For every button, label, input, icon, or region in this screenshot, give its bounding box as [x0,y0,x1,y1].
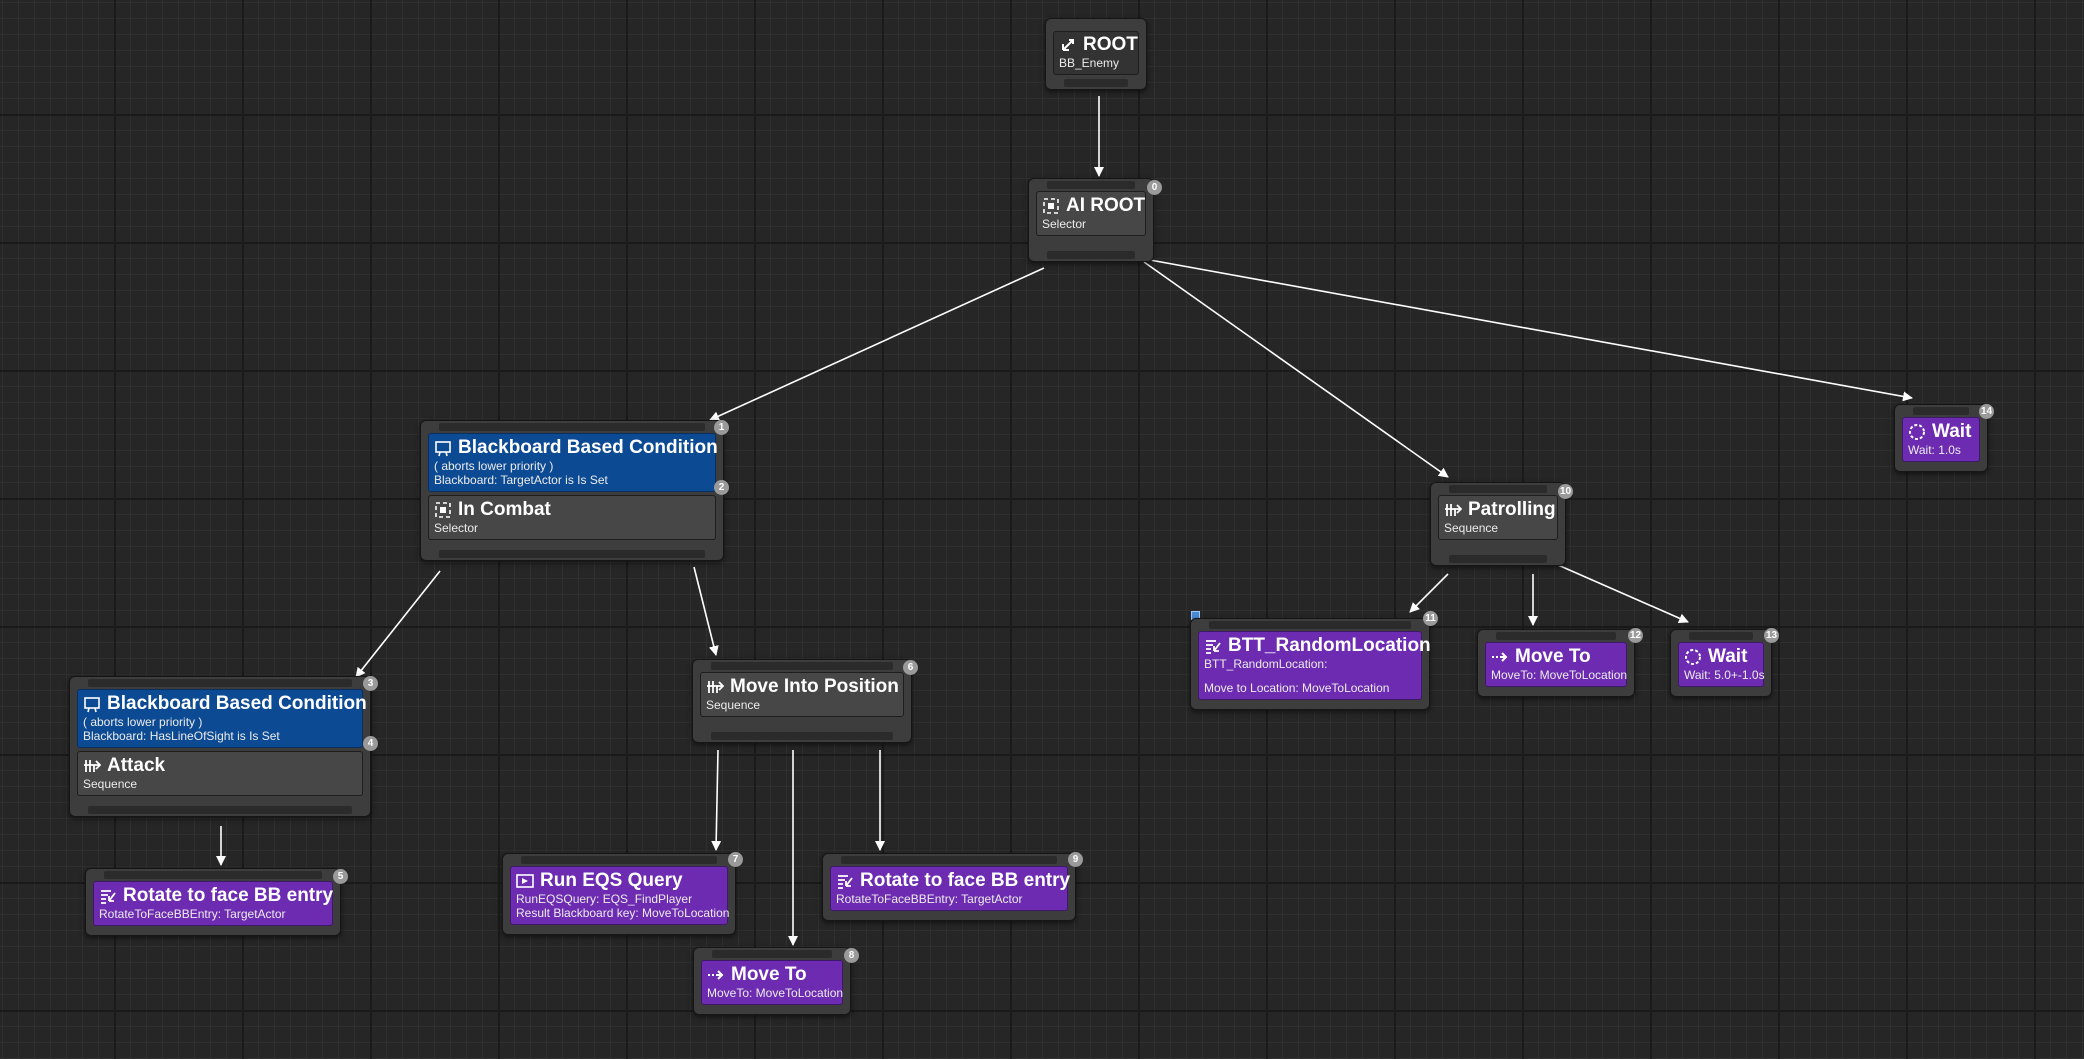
move-to2-detail: MoveTo: MoveToLocation [1491,668,1628,682]
in-combat-decorator-abort: ( aborts lower priority ) [434,459,554,473]
wait-icon [1909,424,1925,440]
wait-task-node-2[interactable]: Wait Wait: 1.0s [1894,404,1988,472]
in-combat-type: Selector [434,521,479,535]
in-combat-decorator-title: Blackboard Based Condition [458,437,718,458]
attack-index-badge: 4 [363,736,378,751]
move-into-position-title: Move Into Position [730,676,899,697]
sequence-icon [84,760,101,772]
ai-root-node[interactable]: AI ROOT Selector [1028,178,1154,262]
run-eqs-index-badge: 7 [728,852,743,867]
edge-airoot-patrolling [1143,261,1449,478]
btt-random-detail2: Move to Location: MoveToLocation [1204,681,1390,695]
move-to-task-node-1[interactable]: Move To MoveTo: MoveToLocation [693,947,851,1015]
patrolling-title: Patrolling [1468,499,1556,520]
wait1-title: Wait [1708,646,1748,667]
rotate-task-icon [838,875,853,889]
run-eqs-detail1: RunEQSQuery: EQS_FindPlayer [516,892,693,906]
wait-task-node-1[interactable]: Wait Wait: 5.0+-1.0s [1670,629,1772,697]
edge-incombat-moveinto [693,566,719,656]
wait2-detail: Wait: 1.0s [1908,443,1961,457]
btt-random-title: BTT_RandomLocation [1228,635,1431,656]
move-to-icon [1492,652,1508,662]
run-eqs-title: Run EQS Query [540,870,683,891]
root-title: ROOT [1083,34,1138,55]
move-to2-title: Move To [1515,646,1591,667]
rotate2-title: Rotate to face BB entry [860,870,1071,891]
move-to-icon [708,970,724,980]
run-eqs-detail2: Result Blackboard key: MoveToLocation [516,906,730,920]
edge-patrolling-wait1 [1557,564,1689,623]
ai-root-type: Selector [1042,217,1087,231]
in-combat-index-badge: 2 [714,480,729,495]
root-icon [1062,39,1074,51]
rotate1-detail: RotateToFaceBBEntry: TargetActor [99,907,286,921]
in-combat-title: In Combat [458,499,551,520]
edge-incombat-attack [355,570,441,678]
sequence-icon [1445,504,1462,516]
btt-random-index-badge: 11 [1423,611,1438,626]
rotate2-index-badge: 9 [1068,852,1083,867]
wait2-index-badge: 14 [1979,404,1994,419]
rotate2-detail: RotateToFaceBBEntry: TargetActor [836,892,1023,906]
attack-decorator[interactable]: Blackboard Based Condition ( aborts lowe… [77,689,367,748]
in-combat-decorator-detail: Blackboard: TargetActor is Is Set [434,473,608,487]
move-to1-index-badge: 8 [844,948,859,963]
ai-root-title: AI ROOT [1066,195,1146,216]
task-icon [1206,640,1221,654]
root-blackboard: BB_Enemy [1059,56,1120,70]
move-into-position-index-badge: 6 [903,660,918,675]
move-to2-index-badge: 12 [1628,628,1643,643]
eqs-query-icon [516,874,534,888]
move-into-position-node[interactable]: Move Into Position Sequence [692,659,912,743]
edge-airoot-wait2 [1149,259,1913,402]
patrolling-index-badge: 10 [1558,484,1573,499]
in-combat-node[interactable]: Blackboard Based Condition ( aborts lowe… [420,420,724,561]
edge-patrolling-btt [1409,573,1449,613]
selector-icon [1043,198,1059,214]
rotate1-index-badge: 5 [333,869,348,884]
wait1-index-badge: 13 [1764,628,1779,643]
attack-decorator-detail: Blackboard: HasLineOfSight is Is Set [83,729,280,743]
attack-title: Attack [107,755,166,776]
wait2-title: Wait [1932,421,1972,442]
patrolling-node[interactable]: Patrolling Sequence [1430,482,1566,566]
rotate1-title: Rotate to face BB entry [123,885,334,906]
sequence-icon [707,681,724,693]
selector-icon [435,502,451,518]
run-eqs-task-node[interactable]: Run EQS Query RunEQSQuery: EQS_FindPlaye… [502,853,736,935]
move-to1-detail: MoveTo: MoveToLocation [707,986,844,1000]
in-combat-decorator-index-badge: 1 [714,420,729,435]
edge-moveinto-runeqs [711,749,722,851]
rotate-task-node-2[interactable]: Rotate to face BB entry RotateToFaceBBEn… [822,853,1076,921]
edge-airoot-incombat [709,267,1045,421]
move-to1-title: Move To [731,964,807,985]
wait-icon [1685,649,1701,665]
decorator-icon [435,441,451,457]
attack-node[interactable]: Blackboard Based Condition ( aborts lowe… [69,676,371,817]
btt-random-location-task-node[interactable]: BTT_RandomLocation BTT_RandomLocation: M… [1190,618,1431,710]
attack-decorator-abort: ( aborts lower priority ) [83,715,203,729]
move-into-position-type: Sequence [706,698,761,712]
in-combat-decorator[interactable]: Blackboard Based Condition ( aborts lowe… [428,433,718,492]
attack-type: Sequence [83,777,138,791]
rotate-task-node-1[interactable]: Rotate to face BB entry RotateToFaceBBEn… [85,868,341,936]
attack-decorator-index-badge: 3 [363,676,378,691]
move-to-task-node-2[interactable]: Move To MoveTo: MoveToLocation [1477,629,1635,697]
root-node[interactable]: ROOT BB_Enemy [1045,18,1147,90]
attack-decorator-title: Blackboard Based Condition [107,693,367,714]
patrolling-type: Sequence [1444,521,1499,535]
wait1-detail: Wait: 5.0+-1.0s [1684,668,1765,682]
btt-random-detail1: BTT_RandomLocation: [1204,657,1328,671]
decorator-icon [84,697,100,713]
rotate-task-icon [101,890,116,904]
ai-root-index-badge: 0 [1147,180,1162,195]
